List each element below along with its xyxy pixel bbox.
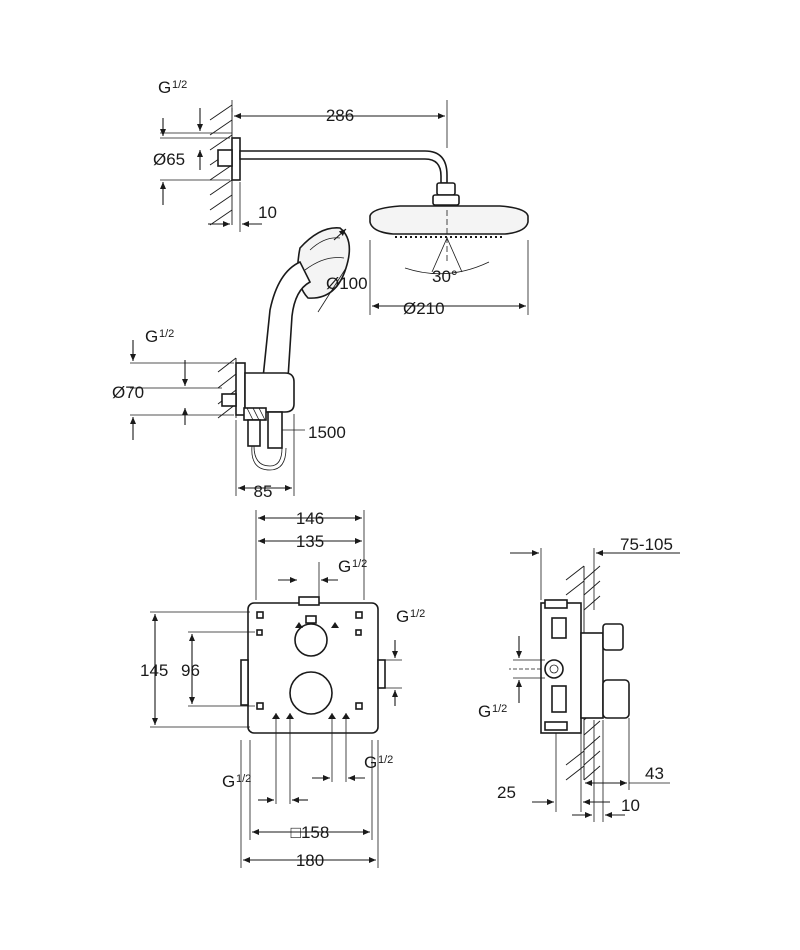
label-plate-width: 180 [296, 851, 324, 870]
thermostat-knob [602, 679, 630, 719]
label-width-inner: 135 [296, 532, 324, 551]
label-hand-diameter: Ø100 [326, 274, 368, 293]
label-arm-length: 286 [326, 106, 354, 125]
label-height-inner: 96 [181, 661, 200, 680]
side-cartridge-bottom [551, 685, 567, 713]
label-dim-25: 25 [497, 783, 516, 802]
label-front-thread-bottom-left-frac: 1/2 [236, 773, 251, 785]
mixer-front-view [150, 510, 402, 868]
label-thread-mid-frac: 1/2 [159, 328, 174, 340]
shower-arm [239, 150, 448, 184]
label-hose-length: 1500 [308, 423, 346, 442]
label-dim-10: 10 [621, 796, 640, 815]
spray-angle-arc [404, 261, 490, 275]
label-height-outer: 145 [140, 661, 168, 680]
mount-hole [256, 611, 264, 619]
label-width-outer: 146 [296, 509, 324, 528]
label-elbow-diameter: Ø70 [112, 383, 144, 402]
label-front-thread-right: G [396, 607, 409, 626]
arm-flange [231, 137, 241, 181]
arrow-up-icon [331, 622, 339, 628]
label-front-thread-top: G [338, 557, 351, 576]
elbow-connector [221, 393, 237, 407]
label-side-thread: G [478, 702, 491, 721]
label-thread-top-frac: 1/2 [172, 79, 187, 91]
mount-hole [256, 629, 263, 636]
mount-hole [355, 702, 363, 710]
thermostat-cartridge [289, 671, 333, 715]
left-side-port [240, 659, 249, 706]
arrow-up-icon [295, 622, 303, 628]
label-front-thread-bottom-right: G [364, 753, 377, 772]
mount-hole [355, 629, 362, 636]
diverter-cartridge [294, 623, 328, 657]
diverter-knob [602, 623, 624, 651]
top-port [298, 596, 320, 606]
label-wall-offset: 10 [258, 203, 277, 222]
label-front-thread-bottom-left: G [222, 772, 235, 791]
holder-body [244, 372, 295, 413]
label-thread-top: G [158, 78, 171, 97]
hand-shower-assembly [130, 227, 351, 496]
side-bottom-port [544, 721, 568, 731]
label-plate-square: □158 [291, 823, 330, 842]
mixer-side-view [509, 548, 680, 822]
hand-shower-handle [262, 260, 312, 379]
label-head-diameter: Ø210 [403, 299, 445, 318]
bottom-fittings [272, 713, 350, 730]
head-nut [432, 194, 460, 206]
label-front-thread-bottom-right-frac: 1/2 [378, 754, 393, 766]
label-elbow-depth: 85 [254, 482, 273, 501]
right-side-port [377, 659, 386, 689]
side-top-port [544, 599, 568, 609]
label-front-thread-top-frac: 1/2 [352, 558, 367, 570]
arm-connector [217, 149, 233, 167]
hose-nut [243, 407, 267, 421]
dimension-labels: 286 G 1/2 Ø65 10 Ø210 Ø100 30° G 1/2 Ø70… [112, 78, 673, 870]
side-cartridge-top [551, 617, 567, 639]
head-shower-assembly [160, 100, 529, 315]
label-spray-angle: 30° [432, 267, 458, 286]
hose-nut-knurl [246, 407, 266, 421]
mount-hole [256, 702, 264, 710]
diverter-stem [305, 615, 317, 624]
label-thread-mid: G [145, 327, 158, 346]
swivel-joint [436, 182, 456, 196]
hose [253, 445, 283, 467]
mount-hole [355, 611, 363, 619]
cover-plate [580, 632, 604, 719]
label-front-thread-right-frac: 1/2 [410, 608, 425, 620]
hose-cone [247, 419, 261, 447]
label-flange-diameter: Ø65 [153, 150, 185, 169]
label-dim-43: 43 [645, 764, 664, 783]
handle-cone [267, 411, 283, 449]
label-install-depth: 75-105 [620, 535, 673, 554]
side-inlet [544, 659, 564, 679]
head-shower [369, 205, 529, 235]
label-side-thread-frac: 1/2 [492, 703, 507, 715]
